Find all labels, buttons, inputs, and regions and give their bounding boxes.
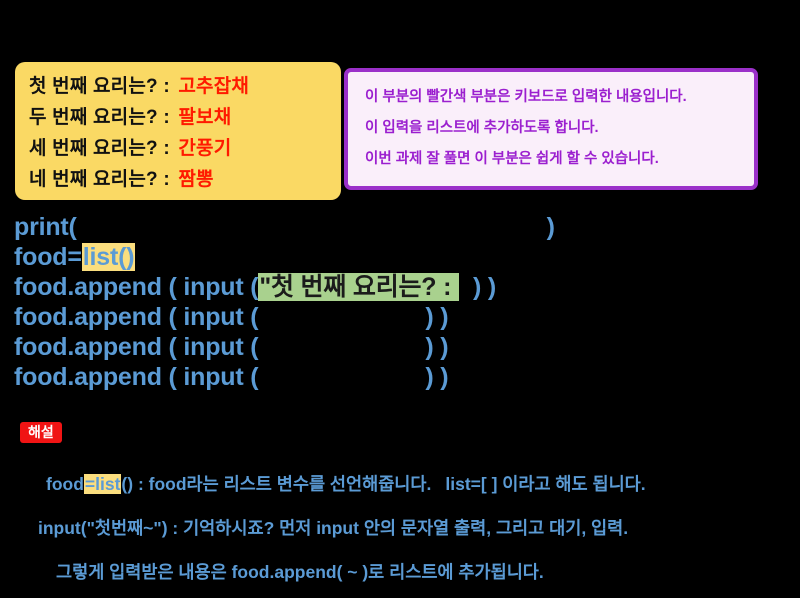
explain-food-token: food (46, 474, 84, 494)
output-answer-2: 팔보채 (178, 107, 232, 128)
note-line-2: 이 입력을 리스트에 추가하도록 합니다. (365, 120, 599, 136)
code-line-append-2: food.append ( input ( ) ) (14, 302, 784, 332)
code-print-open: print( (14, 213, 77, 241)
output-line: 첫 번째 요리는? : 고추잡채 (29, 71, 341, 102)
code-append-prefix-4: food.append ( input ( (14, 363, 259, 391)
output-answer-1: 고추잡채 (178, 76, 250, 97)
output-answer-4: 짬뽕 (178, 169, 214, 190)
output-prompt-1: 첫 번째 요리는? : (29, 76, 176, 97)
note-line-3: 이번 과제 잘 풀면 이 부분은 쉽게 할 수 있습니다. (365, 151, 659, 167)
code-append-prefix-1: food.append ( input ( (14, 273, 259, 301)
code-append-suffix-2: ) ) (425, 303, 449, 331)
code-print-close: ) (546, 213, 555, 241)
code-append-prefix-2: food.append ( input ( (14, 303, 259, 331)
code-food-var: food= (14, 243, 82, 271)
code-append-suffix-3: ) ) (425, 333, 449, 361)
code-line-food-assign: food=list() (14, 242, 784, 272)
explanation-badge: 해설 (20, 422, 62, 443)
explanation-line-1: food=list() : food라는 리스트 변수를 선언해줍니다. list… (24, 462, 800, 506)
code-block: print() food=list() food.append ( input … (14, 212, 784, 392)
explain-list-highlight: =list (83, 474, 122, 494)
output-answer-3: 간풍기 (178, 138, 232, 159)
code-line-append-1: food.append ( input ("첫 번째 요리는? : ) ) (14, 272, 784, 302)
explain-line1-rest: () : food라는 리스트 변수를 선언해줍니다. (121, 474, 432, 494)
note-line-1: 이 부분의 빨간색 부분은 키보드로 입력한 내용입니다. (365, 89, 687, 105)
output-prompt-3: 세 번째 요리는? : (29, 138, 176, 159)
program-output-panel: 첫 번째 요리는? : 고추잡채 두 번째 요리는? : 팔보채 세 번째 요리… (15, 62, 341, 200)
code-append-prompt-1: "첫 번째 요리는? : (258, 273, 459, 301)
output-line: 두 번째 요리는? : 팔보채 (29, 102, 341, 133)
output-prompt-2: 두 번째 요리는? : (29, 107, 176, 128)
code-append-suffix-4: ) ) (425, 363, 449, 391)
code-line-print: print() (14, 212, 784, 242)
output-line: 네 번째 요리는? : 짬뽕 (29, 164, 341, 195)
code-line-append-3: food.append ( input ( ) ) (14, 332, 784, 362)
code-append-prefix-3: food.append ( input ( (14, 333, 259, 361)
code-append-suffix-1: ) ) (473, 273, 496, 301)
code-list-call: list() (81, 243, 136, 271)
explanation-body: food=list() : food라는 리스트 변수를 선언해줍니다. list… (24, 462, 800, 594)
explain-line1-tail: list=[ ] 이라고 해도 됩니다. (445, 474, 646, 494)
output-prompt-4: 네 번째 요리는? : (29, 169, 176, 190)
explanation-line-2: input("첫번째~") : 기억하시죠? 먼저 input 안의 문자열 출… (38, 518, 629, 538)
output-line: 세 번째 요리는? : 간풍기 (29, 133, 341, 164)
instruction-note-panel: 이 부분의 빨간색 부분은 키보드로 입력한 내용입니다. 이 입력을 리스트에… (344, 68, 758, 190)
explanation-line-3: 그렇게 입력받은 내용은 food.append( ~ )로 리스트에 추가됩니… (56, 562, 544, 582)
code-line-append-4: food.append ( input ( ) ) (14, 362, 784, 392)
